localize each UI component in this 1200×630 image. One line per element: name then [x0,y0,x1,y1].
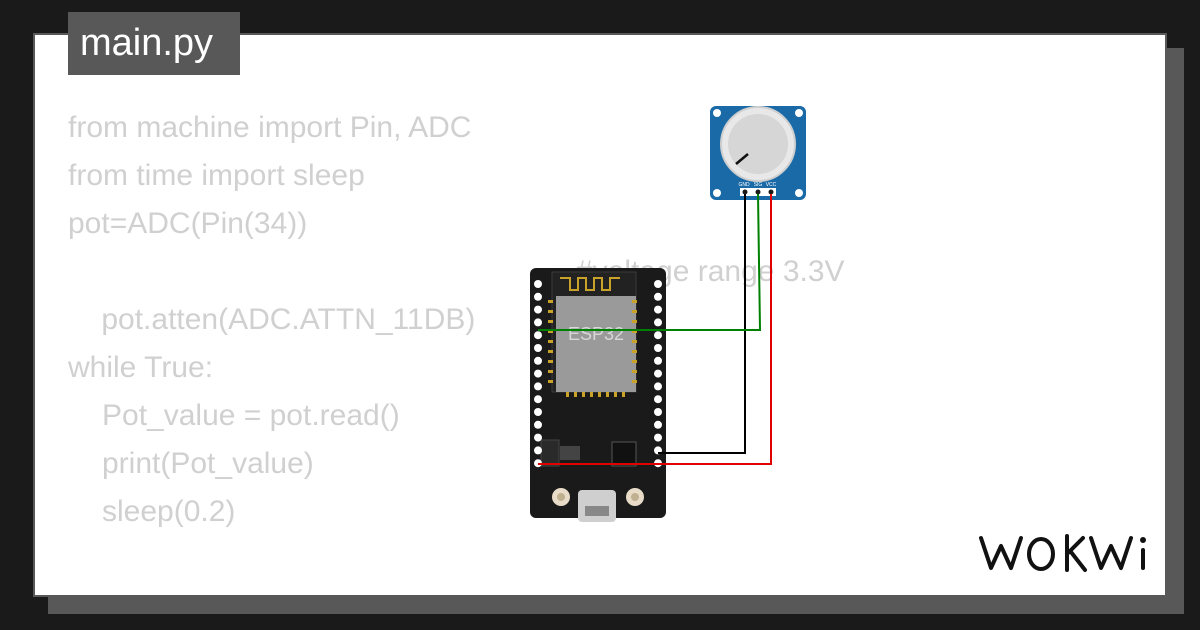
code-line: from machine import Pin, ADC [68,111,472,144]
module-pad [632,300,637,303]
wokwi-logo [979,534,1146,572]
chip-label: ESP32 [568,324,624,344]
module-pad [548,370,553,373]
code-text: pot.atten(ADC.ATTN_11DB) [101,303,476,336]
module-pad [598,392,601,397]
header-pin [654,305,662,314]
module-pad [590,392,593,397]
header-pin [534,318,542,327]
module-pad [548,360,553,363]
wire-gnd[interactable] [658,194,746,454]
module-pad [548,380,553,383]
header-pin [534,395,542,404]
header-pin [654,356,662,365]
header-pin [654,318,662,327]
module-pad [632,360,637,363]
header-pin [534,446,542,455]
header-pin [654,292,662,301]
code-line: sleep(0.2) [102,495,236,528]
module-pad [548,340,553,343]
module-pad [632,320,637,323]
header-pin [654,420,662,429]
module-pad [566,392,569,397]
module-pad [632,340,637,343]
code-line: from time import sleep [68,159,365,192]
module-pad [548,350,553,353]
header-pin [534,331,542,340]
esp32-board[interactable]: ESP32 [530,268,666,522]
header-pin [654,408,662,416]
code-line: Pot_value = pot.read() [102,399,400,432]
module-pad [548,330,553,333]
module-pad [632,330,637,333]
pot-pin-gnd-label: GND [738,182,750,188]
header-pin [534,433,542,442]
header-pin [654,395,662,404]
header-pin [534,408,542,416]
module-pad [632,310,637,313]
code-line: while True: [68,351,214,384]
knob-indicator [735,153,749,165]
module-pad [632,370,637,373]
header-pin [654,344,662,352]
module-pad [632,350,637,353]
header-pin [654,280,662,288]
pot-pin-sig-label: SIG [754,182,763,188]
code-line: print(Pot_value) [102,447,314,480]
module-pad [622,392,625,397]
pot-pin-vcc-label: VCC [766,182,777,188]
header-pin [654,369,662,378]
header-pin [534,369,542,378]
header-pin [534,292,542,301]
module-pad [548,310,553,313]
module-pad [606,392,609,397]
module-pad [582,392,585,397]
potentiometer[interactable]: GND SIG VCC [710,106,806,200]
header-pin [654,382,662,391]
wire-vcc[interactable] [538,194,772,465]
module-pad [632,380,637,383]
wire-sig[interactable] [538,193,762,331]
module-pad [548,320,553,323]
header-pin [654,331,662,340]
code-line: pot=ADC(Pin(34)) [68,207,308,240]
header-pin [534,280,542,288]
header-pin [534,382,542,391]
file-title-tab: main.py [68,12,240,75]
header-pin [534,356,542,365]
header-pin [654,433,662,442]
module-pad [574,392,577,397]
header-pin [534,305,542,314]
header-pin [534,420,542,429]
module-pad [548,300,553,303]
header-pin [534,344,542,352]
module-pad [614,392,617,397]
